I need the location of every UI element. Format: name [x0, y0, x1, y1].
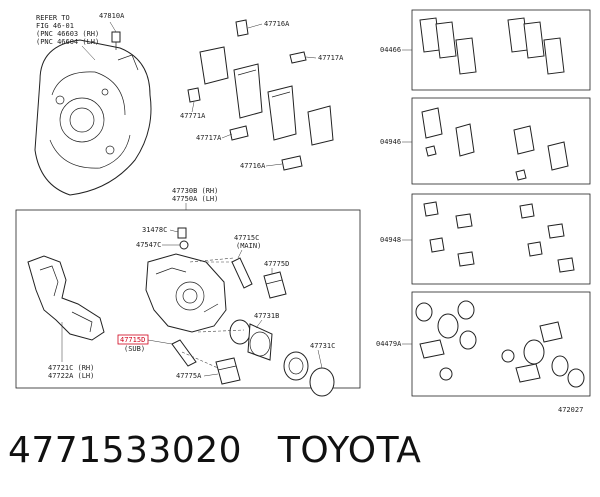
- figure-number: 472027: [558, 406, 583, 414]
- label-04948: 04948: [380, 236, 401, 244]
- label-47716A-top: 47716A: [264, 20, 290, 28]
- label-47715D-sub: (SUB): [124, 345, 145, 353]
- slide-pin-main: [206, 257, 253, 289]
- kit-04466-pads: [419, 17, 565, 75]
- label-47715C-main: (MAIN): [236, 242, 261, 250]
- highlight-47715D: [117, 334, 149, 345]
- label-47715C: 47715C: [234, 234, 259, 242]
- label-47717A-top: 47717A: [318, 54, 344, 62]
- brand-name: TOYOTA: [277, 430, 422, 471]
- label-47730B: 47730B (RH): [172, 187, 218, 195]
- part-caption: 4771533020 TOYOTA: [8, 430, 598, 490]
- label-47715D: 47715D: [120, 336, 145, 344]
- label-47717A-mid: 47717A: [196, 134, 222, 142]
- label-04466: 04466: [380, 46, 401, 54]
- shims-clips-top: [187, 19, 307, 171]
- bleeder-31478C: [177, 227, 187, 239]
- kit-04479A-seals: [415, 300, 585, 388]
- refer-to-line2: FIG 46-01: [36, 22, 74, 30]
- label-04479A: 04479A: [376, 340, 402, 348]
- kit-04948-clips: [423, 201, 575, 273]
- refer-to-line3: (PNC 46603 (RH): [36, 30, 99, 38]
- caliper-bracket: [27, 255, 105, 341]
- kit-04946-shims: [421, 107, 569, 181]
- label-47547C: 47547C: [136, 241, 161, 249]
- brake-pads-group: [199, 46, 334, 146]
- label-47716A-bot: 47716A: [240, 162, 266, 170]
- brake-parts-diagram: REFER TO FIG 46-01 (PNC 46603 (RH) (PNC …: [15, 9, 591, 414]
- caliper-body: [145, 253, 227, 333]
- label-31478C: 31478C: [142, 226, 167, 234]
- label-47750A: 47750A (LH): [172, 195, 218, 203]
- part-number: 4771533020: [8, 430, 243, 471]
- label-47731C: 47731C: [310, 342, 335, 350]
- backing-plate: [34, 39, 152, 196]
- refer-to-line4: (PNC 46604 (LH): [36, 38, 99, 46]
- label-47775A: 47775A: [176, 372, 202, 380]
- label-47722A: 47722A (LH): [48, 372, 94, 380]
- label-04946: 04946: [380, 138, 401, 146]
- label-47721C: 47721C (RH): [48, 364, 94, 372]
- kit-box-04948: [411, 193, 591, 285]
- kit-box-04946: [411, 97, 591, 185]
- cap-47547C: [179, 240, 189, 250]
- refer-to-line1: REFER TO: [36, 14, 70, 22]
- label-47731B: 47731B: [254, 312, 279, 320]
- caliper-assembly-box: [15, 209, 361, 389]
- label-47775D: 47775D: [264, 260, 289, 268]
- boot-47775D: [263, 271, 287, 299]
- label-47771A: 47771A: [180, 112, 206, 120]
- boot-47775A: [215, 357, 241, 385]
- label-47810A: 47810A: [99, 12, 125, 20]
- dust-boot-47731C: [283, 351, 335, 397]
- piston-47731B: [229, 319, 273, 361]
